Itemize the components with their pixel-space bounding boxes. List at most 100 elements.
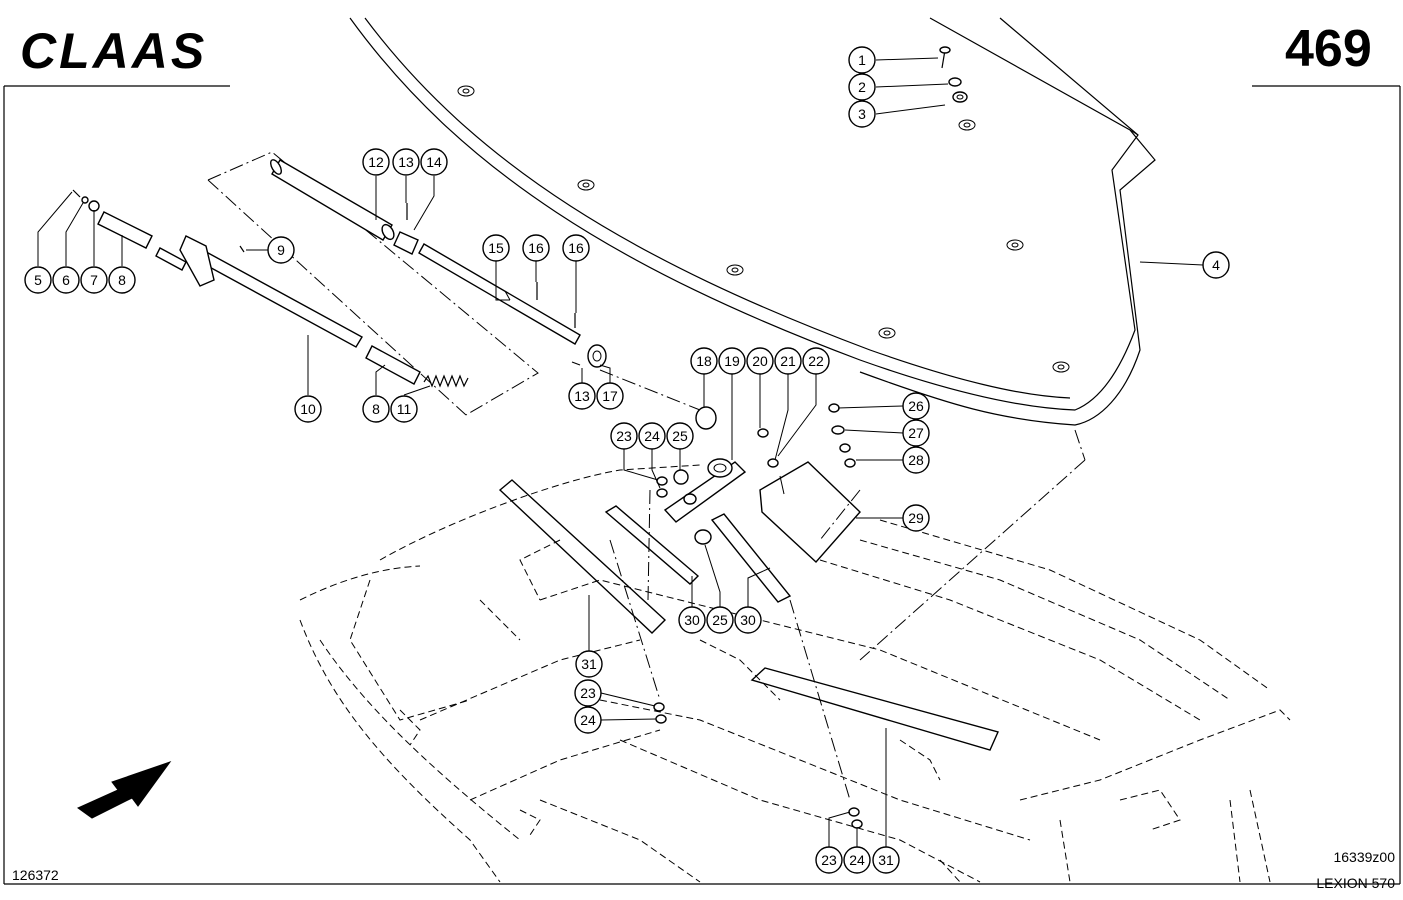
svg-text:14: 14 xyxy=(426,154,442,170)
svg-text:16: 16 xyxy=(568,240,584,256)
svg-text:11: 11 xyxy=(397,401,412,417)
callout-30: 30 xyxy=(678,606,706,634)
svg-text:16: 16 xyxy=(528,240,544,256)
callout-23c: 23 xyxy=(815,846,843,874)
svg-text:28: 28 xyxy=(908,452,924,468)
callout-8b: 8 xyxy=(362,395,390,423)
callout-14: 14 xyxy=(420,148,448,176)
hardware-top xyxy=(939,46,968,103)
svg-text:12: 12 xyxy=(368,154,384,170)
svg-text:29: 29 xyxy=(908,510,924,526)
brand-logo: CLAAS xyxy=(20,23,207,79)
callout-15: 15 xyxy=(482,234,510,262)
svg-text:7: 7 xyxy=(90,272,98,288)
callout-19: 19 xyxy=(718,347,746,375)
svg-text:20: 20 xyxy=(752,353,768,369)
svg-text:25: 25 xyxy=(712,612,728,628)
svg-text:22: 22 xyxy=(808,353,824,369)
svg-text:31: 31 xyxy=(878,852,894,868)
svg-text:8: 8 xyxy=(372,401,380,417)
callout-4: 4 xyxy=(1202,251,1230,279)
leader-lines xyxy=(37,57,1204,847)
svg-text:27: 27 xyxy=(908,425,924,441)
shaft-parts xyxy=(72,159,607,388)
svg-text:23: 23 xyxy=(821,852,837,868)
callout-23b: 23 xyxy=(574,679,602,707)
chassis-frame xyxy=(299,464,1291,883)
callout-10: 10 xyxy=(294,395,322,423)
callout-17: 17 xyxy=(596,382,624,410)
svg-text:24: 24 xyxy=(580,712,596,728)
callout-18: 18 xyxy=(690,347,718,375)
callout-13: 13 xyxy=(392,148,420,176)
callout-24c: 24 xyxy=(843,846,871,874)
brand-name: CLAAS xyxy=(20,23,207,79)
svg-text:4: 4 xyxy=(1212,257,1220,273)
alignment-lines xyxy=(599,369,1086,801)
callout-5: 5 xyxy=(24,266,52,294)
svg-text:13: 13 xyxy=(398,154,414,170)
callout-24b: 24 xyxy=(574,706,602,734)
svg-text:24: 24 xyxy=(644,428,660,444)
svg-text:26: 26 xyxy=(908,398,924,414)
callout-6: 6 xyxy=(52,266,80,294)
callout-20: 20 xyxy=(746,347,774,375)
svg-text:19: 19 xyxy=(724,353,740,369)
callout-24: 24 xyxy=(638,422,666,450)
shaft-box-diagonal xyxy=(207,179,467,416)
callout-22: 22 xyxy=(802,347,830,375)
svg-text:2: 2 xyxy=(858,79,866,95)
svg-text:3: 3 xyxy=(858,106,866,122)
svg-text:5: 5 xyxy=(34,272,42,288)
callout-11: 11 xyxy=(390,395,418,423)
callout-28: 28 xyxy=(902,446,930,474)
callout-25b: 25 xyxy=(706,606,734,634)
svg-text:9: 9 xyxy=(277,242,285,258)
svg-text:15: 15 xyxy=(488,240,504,256)
diagram-id: 16339z00 xyxy=(1333,849,1395,865)
svg-text:8: 8 xyxy=(118,272,126,288)
callouts: 1 2 3 4 5 6 7 8 9 10 8 11 12 13 14 15 16… xyxy=(24,46,1230,874)
svg-text:23: 23 xyxy=(616,428,632,444)
svg-text:31: 31 xyxy=(581,656,597,672)
svg-text:18: 18 xyxy=(696,353,712,369)
svg-text:1: 1 xyxy=(858,52,866,68)
svg-text:30: 30 xyxy=(684,612,700,628)
shaft-box-outline xyxy=(207,151,539,416)
callout-23: 23 xyxy=(610,422,638,450)
callout-12: 12 xyxy=(362,148,390,176)
bracket-parts xyxy=(498,403,999,829)
panel-holes xyxy=(457,85,1070,373)
callout-9: 9 xyxy=(267,236,295,264)
callout-13b: 13 xyxy=(568,382,596,410)
callout-7: 7 xyxy=(80,266,108,294)
svg-text:24: 24 xyxy=(849,852,865,868)
callout-31b: 31 xyxy=(872,846,900,874)
callout-16b: 16 xyxy=(562,234,590,262)
model-name: LEXION 570 xyxy=(1316,875,1395,891)
svg-text:13: 13 xyxy=(574,388,590,404)
callout-26: 26 xyxy=(902,392,930,420)
svg-text:6: 6 xyxy=(62,272,70,288)
cover-panel xyxy=(349,17,1156,426)
callout-2: 2 xyxy=(848,73,876,101)
svg-text:21: 21 xyxy=(780,353,796,369)
svg-text:17: 17 xyxy=(602,388,618,404)
callout-25: 25 xyxy=(666,422,694,450)
callout-21: 21 xyxy=(774,347,802,375)
callout-16: 16 xyxy=(522,234,550,262)
callout-30b: 30 xyxy=(734,606,762,634)
callout-3: 3 xyxy=(848,100,876,128)
callout-29: 29 xyxy=(902,504,930,532)
callout-31: 31 xyxy=(575,650,603,678)
callout-1: 1 xyxy=(848,46,876,74)
callout-27: 27 xyxy=(902,419,930,447)
svg-text:25: 25 xyxy=(672,428,688,444)
svg-text:30: 30 xyxy=(740,612,756,628)
callout-8: 8 xyxy=(108,266,136,294)
direction-arrow-icon xyxy=(77,761,172,819)
svg-text:23: 23 xyxy=(580,685,596,701)
svg-text:10: 10 xyxy=(300,401,316,417)
page-number: 469 xyxy=(1285,20,1372,78)
